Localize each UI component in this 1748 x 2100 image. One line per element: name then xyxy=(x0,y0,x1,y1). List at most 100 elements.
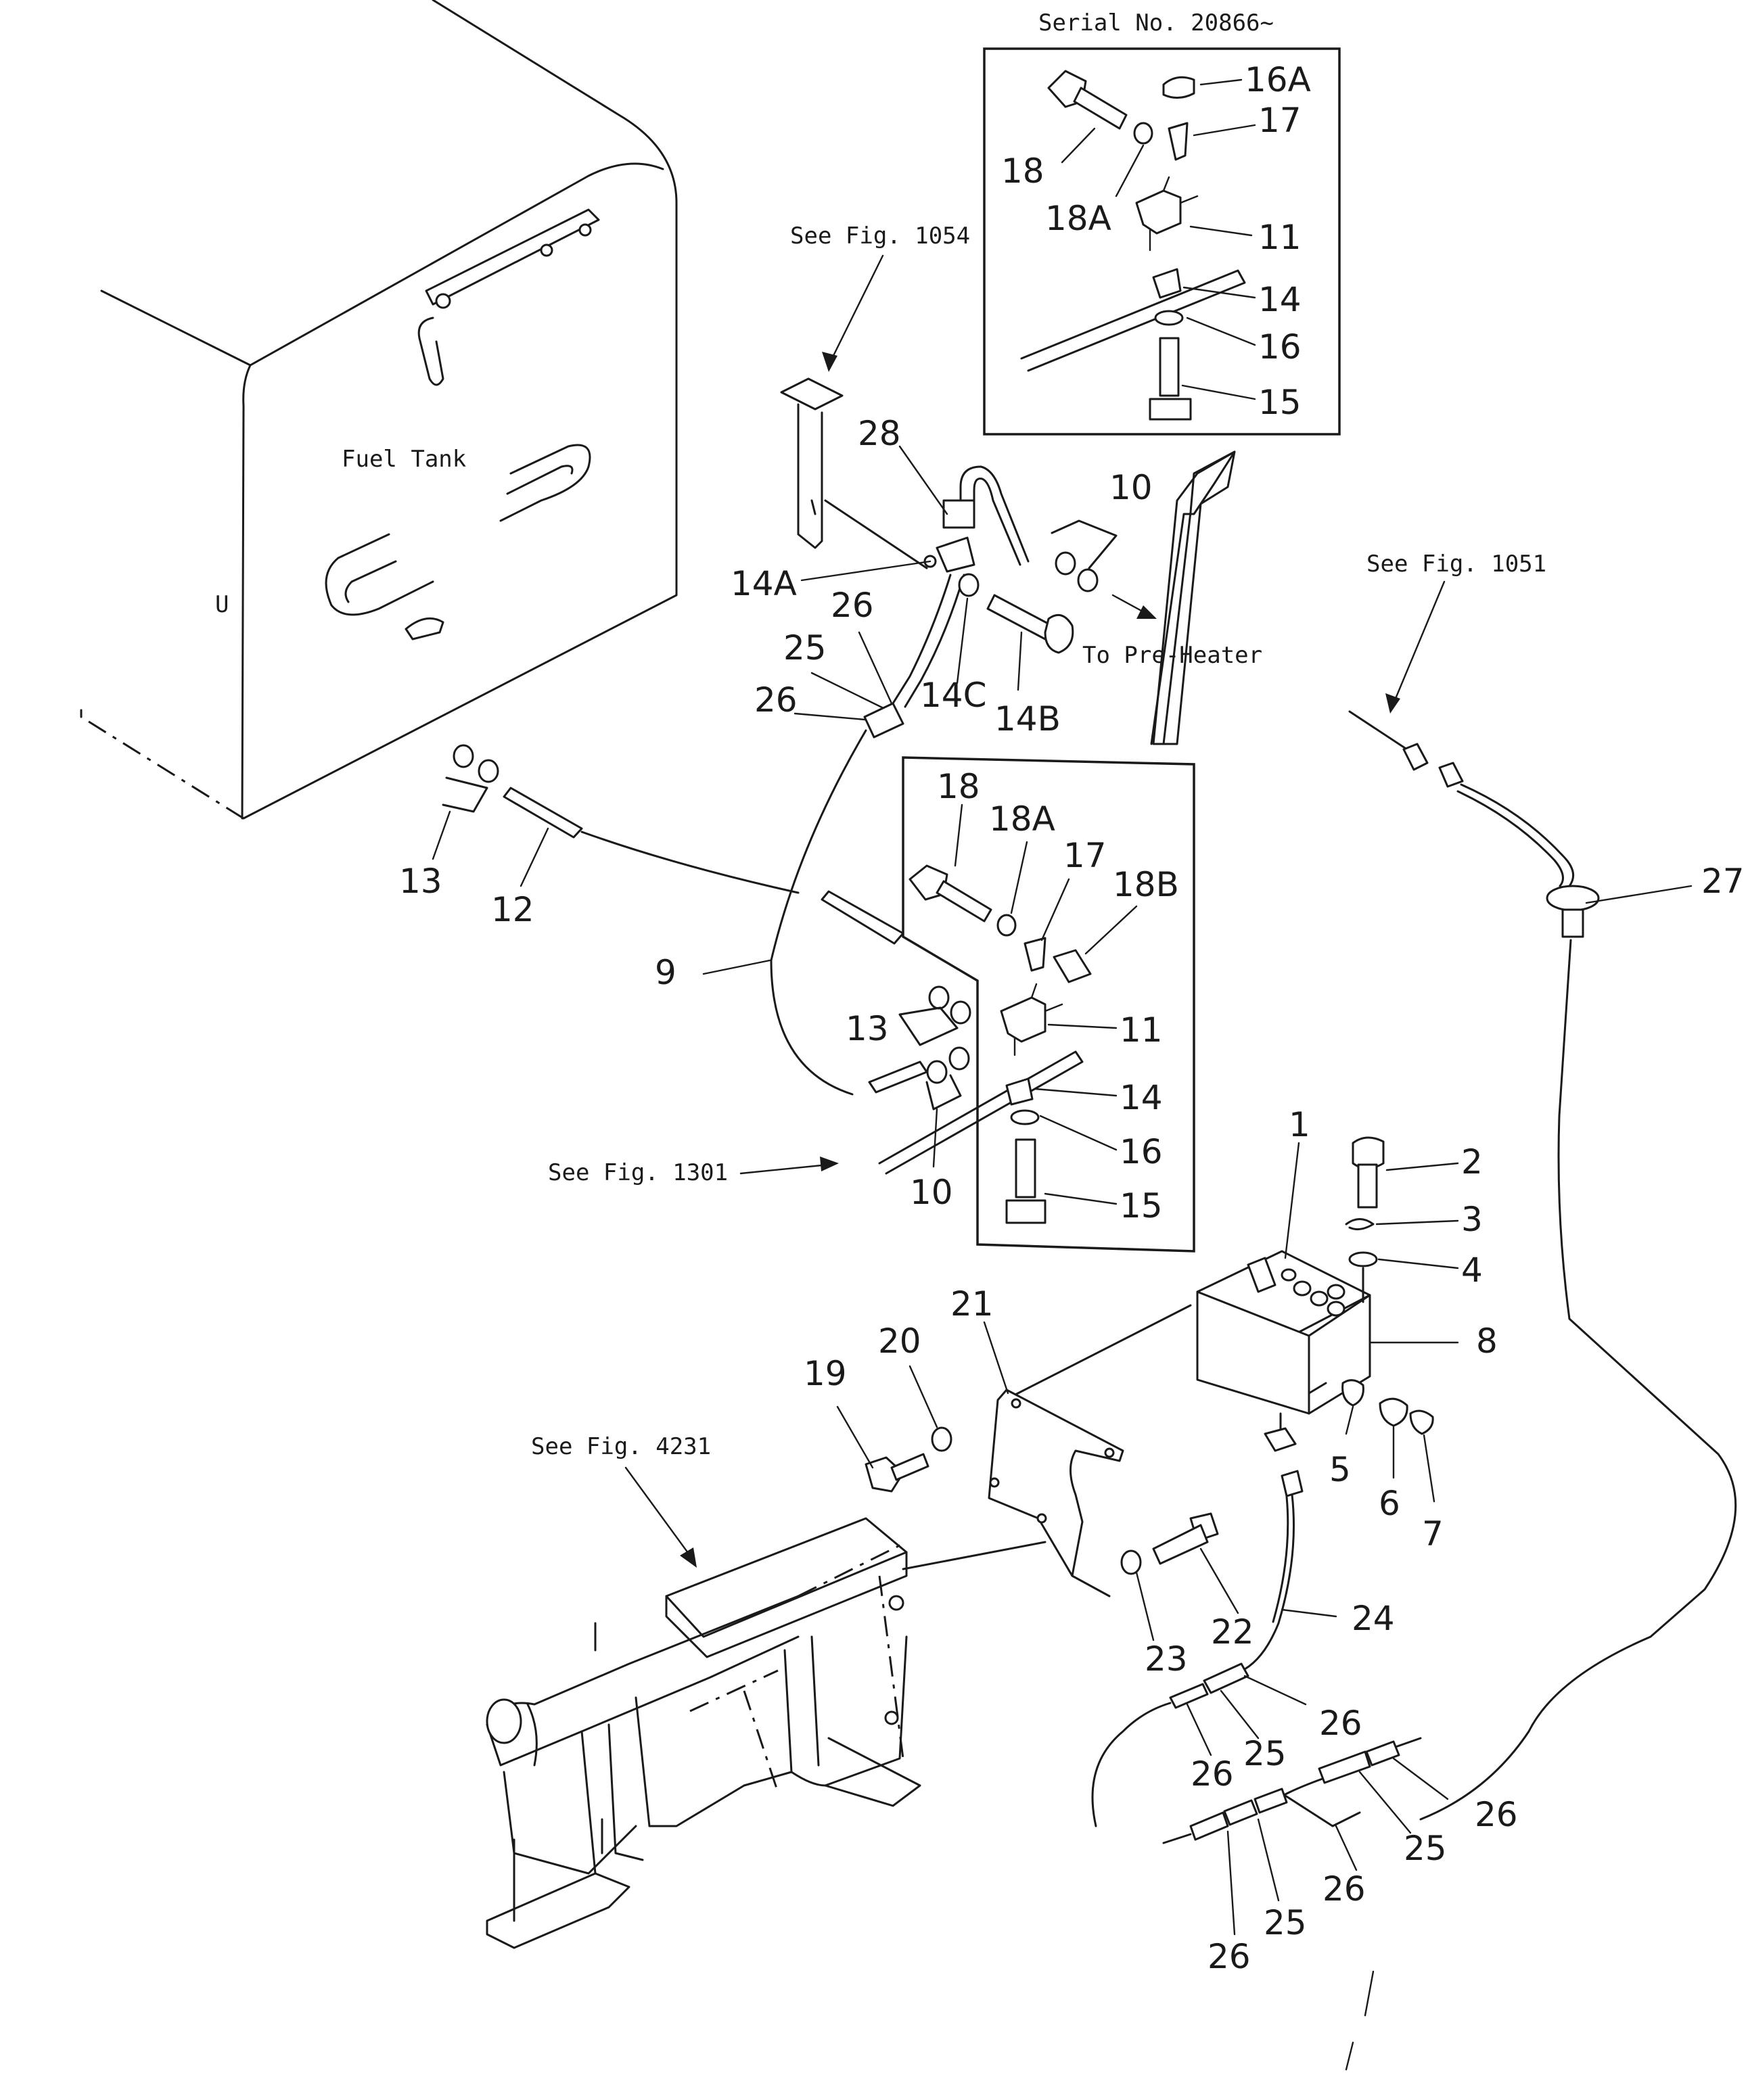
see-fig-1054-leader xyxy=(827,254,884,367)
label-mid-16: 16 xyxy=(1120,1132,1163,1171)
serial-caption: Serial No. 20866~ xyxy=(1038,9,1274,37)
label-mid-14: 14 xyxy=(1120,1078,1163,1117)
label-19: 19 xyxy=(804,1354,847,1393)
label-23: 23 xyxy=(1145,1639,1188,1679)
label-10-b: 10 xyxy=(910,1173,953,1212)
inset-mid-parts xyxy=(878,864,1092,1224)
inset-serial-parts xyxy=(1020,70,1246,421)
label-21: 21 xyxy=(950,1284,994,1324)
label-1: 1 xyxy=(1289,1105,1310,1144)
label-27: 27 xyxy=(1701,862,1745,901)
label-26-f: 26 xyxy=(1322,1869,1366,1909)
label-9: 9 xyxy=(655,953,676,992)
fuel-tank: Fuel Tank U xyxy=(80,0,678,820)
leader-1051 xyxy=(1392,580,1446,705)
label-mid-15: 15 xyxy=(1120,1186,1163,1226)
bolts-19-23 xyxy=(865,1426,1219,1575)
label-16a: 16A xyxy=(1245,60,1311,99)
bolts-leaders xyxy=(836,1321,1239,1641)
connector-leaders-2 xyxy=(1226,1757,1449,1936)
label-26-d: 26 xyxy=(1191,1754,1234,1794)
frame-assembly xyxy=(486,1517,921,1949)
inset-mid-leaders xyxy=(954,803,1138,1205)
label-4: 4 xyxy=(1461,1251,1483,1290)
arrow-head-4231 xyxy=(680,1547,697,1568)
control-box-8 xyxy=(1196,1250,1434,1452)
label-12: 12 xyxy=(491,890,534,929)
control-box-hardware xyxy=(1345,1136,1385,1303)
connectors-lower xyxy=(1162,1737,1422,1844)
inset-serial-labels: 16A 17 18 18A 11 14 16 15 xyxy=(1001,60,1311,422)
label-mid-18b: 18B xyxy=(1113,865,1179,904)
inset-mid-labels: 18 18A 17 18B 11 14 16 15 xyxy=(937,767,1179,1226)
label-26-a: 26 xyxy=(831,586,874,625)
label-8: 8 xyxy=(1476,1322,1498,1361)
leaders-25-26 xyxy=(794,631,893,722)
inset-serial-leaders xyxy=(1061,78,1256,400)
label-3: 3 xyxy=(1461,1200,1483,1239)
bracket-1054 xyxy=(780,377,928,569)
see-fig-1051: See Fig. 1051 xyxy=(1366,551,1546,578)
label-18a: 18A xyxy=(1045,199,1111,238)
leader-9 xyxy=(702,959,771,975)
label-26-c: 26 xyxy=(1319,1704,1362,1743)
fuel-tank-label: Fuel Tank xyxy=(342,446,466,473)
inset-mid-box xyxy=(902,756,1195,1253)
leader-27 xyxy=(1585,885,1693,904)
arrow-head-1051 xyxy=(1385,693,1400,714)
to-preheater: To Pre-Heater xyxy=(1082,642,1262,669)
label-14b: 14B xyxy=(994,699,1061,739)
label-20: 20 xyxy=(878,1322,921,1361)
see-fig-1301: See Fig. 1301 xyxy=(548,1159,728,1186)
arrow-head-1301 xyxy=(820,1157,839,1171)
label-5: 5 xyxy=(1329,1450,1351,1489)
label-2: 2 xyxy=(1461,1142,1483,1182)
leader-14a xyxy=(800,560,932,582)
label-15: 15 xyxy=(1258,383,1302,422)
clamp-10-top xyxy=(1051,519,1157,619)
label-11: 11 xyxy=(1258,218,1302,257)
label-14c: 14C xyxy=(920,676,987,715)
tank-edge-mark: U xyxy=(215,591,229,618)
callout-arrow-body xyxy=(1152,450,1236,745)
label-18: 18 xyxy=(1001,151,1044,191)
label-14: 14 xyxy=(1258,280,1302,319)
label-26-e: 26 xyxy=(1475,1795,1518,1834)
label-mid-18a: 18A xyxy=(989,799,1055,839)
hose-pieces-mid xyxy=(821,890,971,1168)
label-14a: 14A xyxy=(731,564,797,603)
bracket-21 xyxy=(988,1304,1192,1597)
label-25-f: 25 xyxy=(1264,1903,1307,1942)
label-26-b: 26 xyxy=(754,680,798,720)
leader-28 xyxy=(898,445,948,515)
label-mid-11: 11 xyxy=(1120,1010,1163,1050)
harness-24 xyxy=(1091,1470,1304,1827)
sensor-27 xyxy=(1348,710,1737,1821)
bolt-14b xyxy=(956,573,1074,691)
control-box-leaders xyxy=(1284,1142,1459,1503)
label-mid-17: 17 xyxy=(1063,836,1107,875)
label-22: 22 xyxy=(1211,1612,1254,1652)
leader-1301 xyxy=(739,1163,830,1175)
edge-mark xyxy=(1345,1970,1375,2071)
label-13-b: 13 xyxy=(846,1009,889,1048)
see-fig-4231: See Fig. 4231 xyxy=(531,1433,711,1460)
label-28: 28 xyxy=(858,414,901,453)
label-mid-18: 18 xyxy=(937,767,980,806)
leader-4231 xyxy=(624,1466,691,1557)
hose-12 xyxy=(432,744,800,894)
inset-serial-box xyxy=(983,47,1341,436)
label-10-top: 10 xyxy=(1109,468,1153,507)
connector-leaders-1 xyxy=(1186,1675,1307,1756)
callout-arrow xyxy=(1150,450,1236,745)
label-17: 17 xyxy=(1258,101,1302,140)
label-25-c: 25 xyxy=(1243,1734,1287,1773)
arrow-head-1054 xyxy=(822,352,837,372)
label-26-g: 26 xyxy=(1208,1937,1251,1976)
see-fig-1054: See Fig. 1054 xyxy=(790,223,970,250)
label-24: 24 xyxy=(1352,1599,1395,1638)
hose-9 xyxy=(770,702,904,1096)
leader-24 xyxy=(1281,1608,1337,1618)
label-13-a: 13 xyxy=(399,862,442,901)
